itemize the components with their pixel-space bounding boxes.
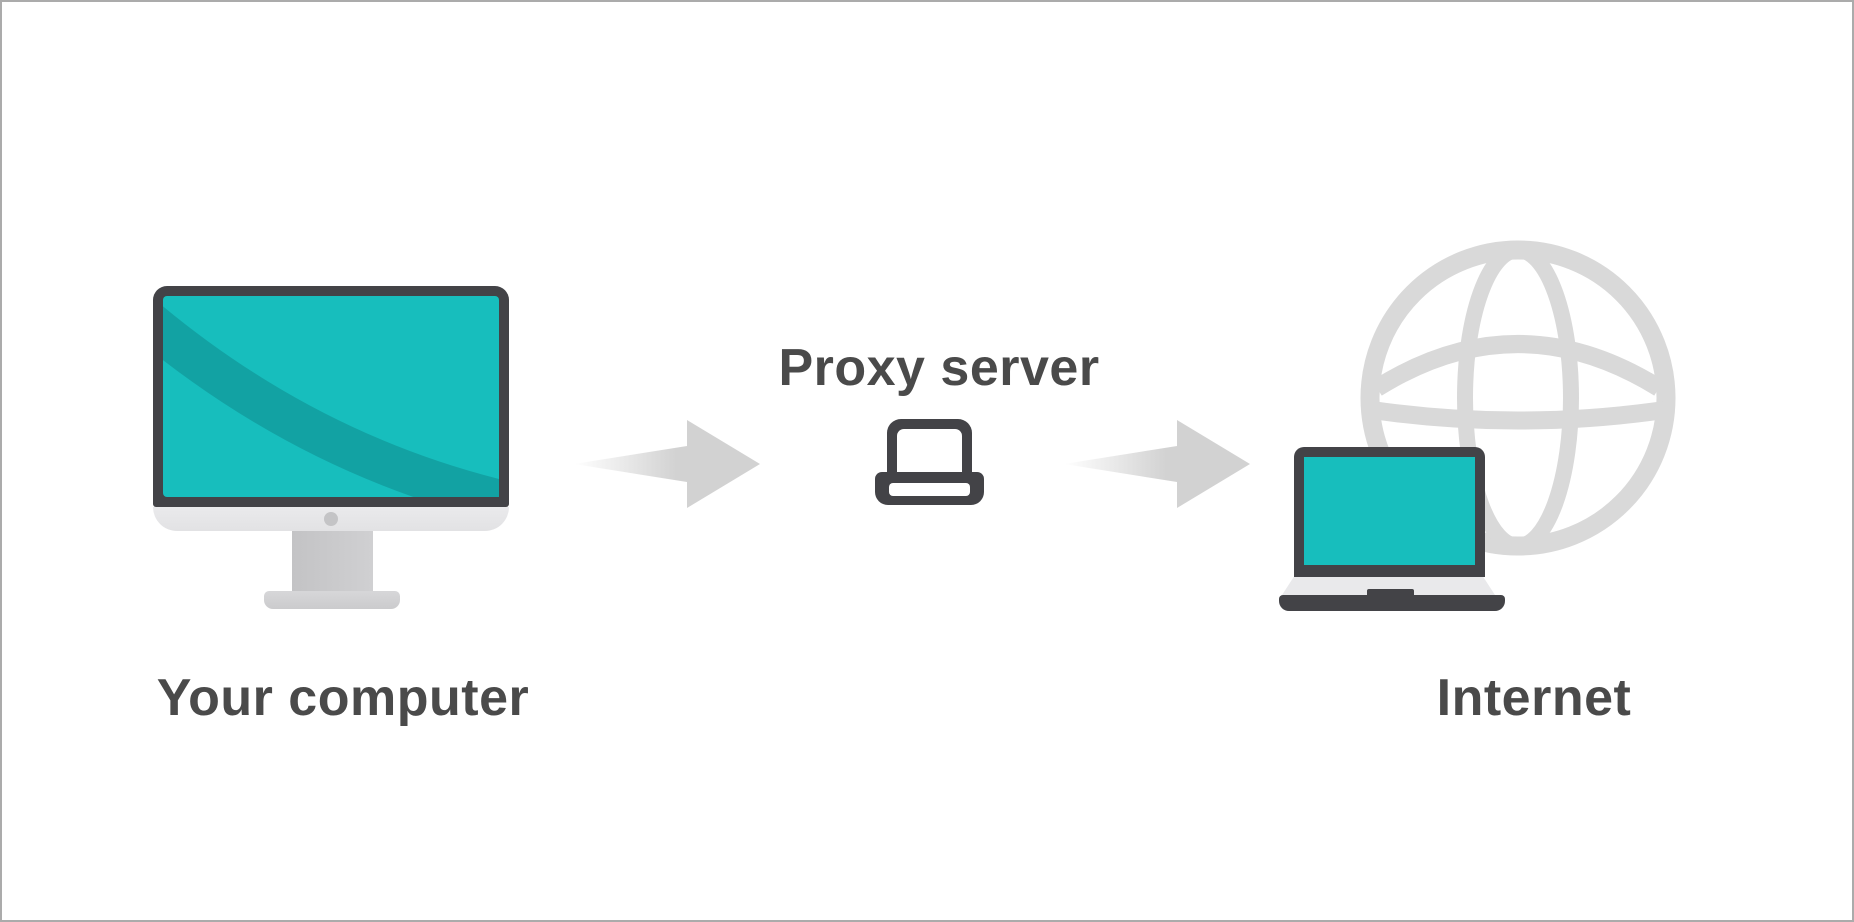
proxy-laptop-base-slot [889,483,970,496]
monitor-stand-neck [292,522,373,593]
proxy-server-label: Proxy server [778,339,1100,397]
monitor-screen [163,296,499,497]
internet-laptop-screen [1304,457,1475,565]
your-computer-label: Your computer [156,669,530,727]
internet-laptop-keyboard-deck [1282,577,1495,595]
arrow-right-icon [574,420,760,508]
internet-laptop-base [1279,595,1505,611]
monitor-camera-dot [324,512,338,526]
internet-laptop-trackpad [1367,589,1414,595]
internet-label: Internet [1436,669,1632,727]
arrow-right-icon [1064,420,1250,508]
proxy-laptop-screen [897,429,962,474]
globe-icon [1360,240,1676,556]
monitor-stand-base [264,591,400,609]
